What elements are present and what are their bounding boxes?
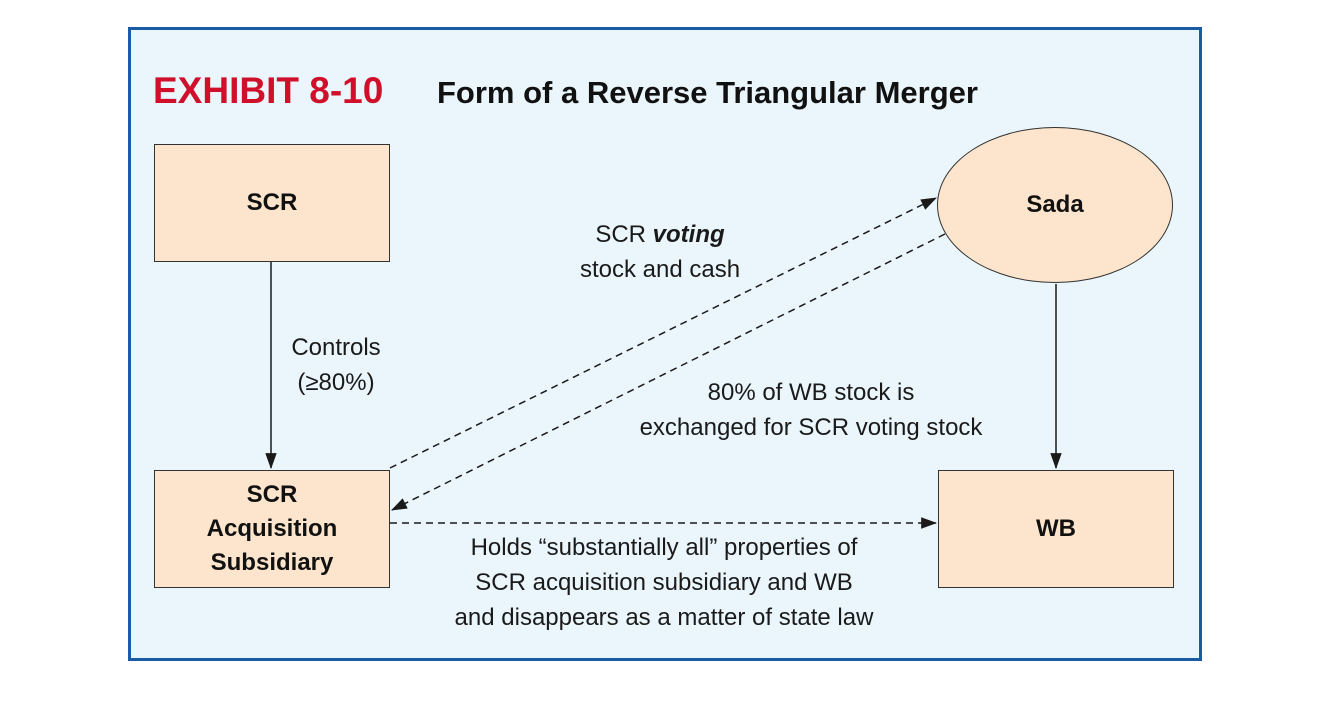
exhibit-number: EXHIBIT 8-10: [153, 70, 384, 111]
node-subsidiary-line2: Acquisition: [206, 515, 338, 542]
label-holds-line2: SCR acquisition subsidiary and WB: [475, 569, 853, 596]
label-holds: Holds “substantially all” properties of …: [414, 530, 914, 635]
label-voting-emphasis: voting: [652, 221, 725, 248]
label-controls-line1: Controls: [291, 334, 381, 361]
node-scr: SCR: [154, 144, 390, 262]
node-subsidiary-line3: Subsidiary: [210, 549, 334, 576]
label-holds-line1: Holds “substantially all” properties of: [470, 534, 858, 561]
label-voting-part1: SCR: [595, 221, 653, 248]
exhibit-title: Form of a Reverse Triangular Merger: [437, 75, 978, 110]
node-acquisition-subsidiary: SCR Acquisition Subsidiary: [154, 470, 390, 588]
label-exchange: 80% of WB stock is exchanged for SCR vot…: [606, 375, 1016, 445]
node-subsidiary-line1: SCR: [246, 481, 298, 508]
label-holds-line3: and disappears as a matter of state law: [454, 604, 874, 631]
arrow-subsidiary-to-sada: [389, 197, 938, 469]
label-controls: Controls (≥80%): [276, 330, 396, 400]
label-exchange-line1: 80% of WB stock is: [707, 379, 915, 406]
node-sada-label: Sada: [1026, 191, 1084, 218]
node-wb-label: WB: [1036, 515, 1076, 542]
node-sada: Sada: [937, 127, 1173, 283]
label-voting-stock: SCR voting stock and cash: [555, 217, 765, 287]
node-scr-label: SCR: [246, 189, 298, 216]
label-controls-line2: (≥80%): [297, 369, 375, 396]
label-voting-line2: stock and cash: [579, 256, 741, 283]
node-wb: WB: [938, 470, 1174, 588]
label-exchange-line2: exchanged for SCR voting stock: [639, 414, 983, 441]
